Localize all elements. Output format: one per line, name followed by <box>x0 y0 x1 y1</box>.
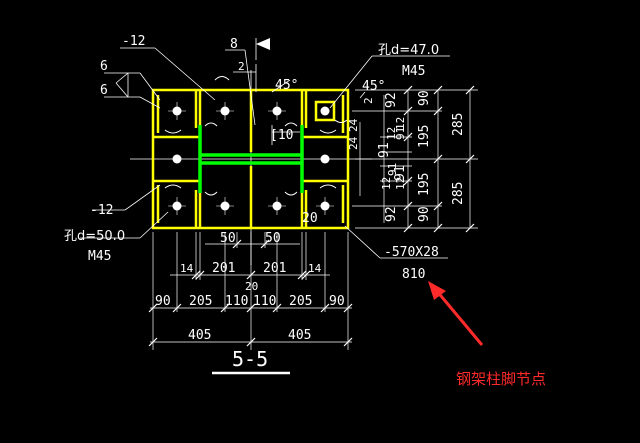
weld-flag-symbol <box>255 38 270 60</box>
label-dim-201-right: 201 <box>263 261 286 276</box>
column-web <box>198 125 304 193</box>
dim-row1-0: 90 <box>155 294 171 309</box>
horizontal-ticks <box>148 239 353 347</box>
label-base-plate: -570X28 <box>384 245 439 260</box>
annotation-label: 钢架柱脚节点 <box>456 370 546 388</box>
leader-lines <box>80 47 450 259</box>
v-right1-0: 90 <box>417 90 432 106</box>
label-dim-50-left: 50 <box>220 231 236 246</box>
label-dim-14-right: 14 <box>308 262 322 275</box>
v-small-0: 2 <box>362 97 375 104</box>
label-bolt-bottom: M45 <box>88 249 111 264</box>
label-angle-right: 45° <box>362 79 385 94</box>
v-mid-3: 91 <box>393 165 408 181</box>
v-inner-4: 91 <box>386 163 399 176</box>
label-weld-flag: 8 <box>230 37 238 52</box>
label-top-plate: -12 <box>122 34 145 49</box>
hole-crosshairs <box>168 102 334 215</box>
label-weld-small: 2 <box>238 60 245 73</box>
label-dim-201-left: 201 <box>212 261 235 276</box>
vertical-dimension-lines <box>352 89 478 229</box>
section-title: 5-5 <box>232 347 268 371</box>
label-plate-width: 810 <box>402 267 425 282</box>
v-inner-3: 12 <box>394 177 407 190</box>
label-hole-top: 孔d=47.0 <box>378 43 439 58</box>
v-inner-0: 24 <box>347 136 360 150</box>
v-right1-1: 195 <box>417 125 432 148</box>
label-weld-bottom: 6 <box>100 83 108 98</box>
label-dim-20-bottom: 20 <box>245 280 258 293</box>
v-right1-3: 90 <box>417 206 432 222</box>
dim-row1-3: 110 <box>253 294 276 309</box>
label-weld-top: 6 <box>100 59 108 74</box>
v-right2-1: 285 <box>451 182 466 205</box>
label-bolt-top: M45 <box>402 64 425 79</box>
v-mid-5: 92 <box>384 206 399 222</box>
label-angle-left: 45° <box>275 78 298 93</box>
dim-row2-0: 405 <box>188 328 211 343</box>
v-right1-2: 195 <box>417 173 432 196</box>
label-dim-50-right: 50 <box>265 231 281 246</box>
v-mid-1: 12 <box>385 127 398 140</box>
dim-row1-5: 90 <box>329 294 345 309</box>
v-right2-0: 285 <box>451 113 466 136</box>
label-channel: [10 <box>270 128 293 143</box>
label-hole-bottom: 孔d=50.0 <box>64 229 125 244</box>
v-inner-5: 12 <box>394 117 407 130</box>
label-dim-14-left: 14 <box>180 262 194 275</box>
dim-row2-1: 405 <box>288 328 311 343</box>
horizontal-dimension-lines <box>150 232 352 350</box>
label-mid-plate: -12 <box>90 203 113 218</box>
dim-row1-4: 205 <box>289 294 312 309</box>
vertical-ticks <box>403 85 475 233</box>
v-mid-4: 12 <box>380 177 393 190</box>
dim-row1-1: 205 <box>189 294 212 309</box>
v-inner-2: 91 <box>394 127 407 140</box>
v-mid-2: 91 <box>377 142 392 158</box>
v-inner-1: 24 <box>347 118 360 132</box>
weld-curves <box>164 76 348 196</box>
annotation-arrow <box>428 281 484 346</box>
dim-row1-2: 110 <box>225 294 248 309</box>
v-mid-0: 92 <box>384 92 399 108</box>
label-dim-20-right: 20 <box>302 211 318 226</box>
